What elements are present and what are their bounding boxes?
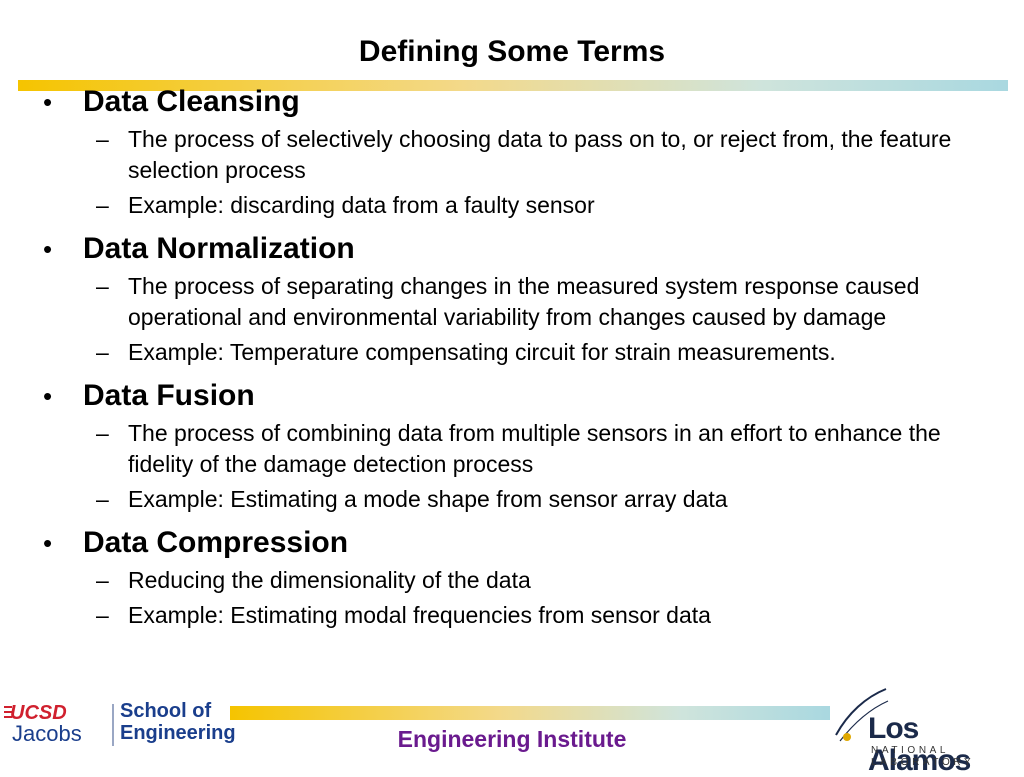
los-alamos-logo: Los Alamos NATIONAL LABORATORY — [830, 683, 1020, 777]
sub-bullet-text: Example: Temperature compensating circui… — [128, 339, 836, 365]
sub-bullet-text: Reducing the dimensionality of the data — [128, 567, 531, 593]
sub-bullet-text: Example: discarding data from a faulty s… — [128, 192, 595, 218]
bullet-dot-icon: • — [43, 234, 53, 264]
footer-accent-bar — [230, 706, 830, 720]
los-alamos-swoosh-icon — [835, 688, 889, 742]
national-laboratory-wordmark: NATIONAL LABORATORY — [871, 745, 975, 768]
sub-bullet-text: Example: Estimating a mode shape from se… — [128, 486, 728, 512]
dash-icon: – — [96, 273, 109, 299]
dash-icon: – — [96, 192, 109, 218]
bullet-data-normalization: • Data Normalization – The process of se… — [43, 231, 1024, 368]
sub-bullet: – The process of separating changes in t… — [96, 271, 978, 333]
dash-icon: – — [96, 602, 109, 628]
sub-bullet-text: The process of selectively choosing data… — [128, 126, 952, 183]
bullet-heading: Data Cleansing — [83, 85, 300, 118]
logo-divider — [112, 704, 114, 746]
dash-icon: – — [96, 567, 109, 593]
sub-bullet-text: The process of separating changes in the… — [128, 273, 920, 330]
sub-bullet: – Example: Estimating a mode shape from … — [96, 484, 978, 515]
bullet-data-compression: • Data Compression – Reducing the dimens… — [43, 525, 1024, 631]
ucsd-stripes-icon — [4, 706, 12, 718]
sub-bullet: – The process of selectively choosing da… — [96, 124, 978, 186]
sub-bullet: – The process of combining data from mul… — [96, 418, 978, 480]
sub-bullet-text: The process of combining data from multi… — [128, 420, 941, 477]
bullet-data-fusion: • Data Fusion – The process of combining… — [43, 378, 1024, 515]
dash-icon: – — [96, 420, 109, 446]
bullet-heading: Data Fusion — [83, 379, 255, 412]
sub-bullet: – Example: Temperature compensating circ… — [96, 337, 978, 368]
ucsd-wordmark: UCSD — [10, 702, 67, 724]
sub-bullet: – Reducing the dimensionality of the dat… — [96, 565, 978, 596]
ucsd-jacobs-logo: UCSD Jacobs School of Engineering — [4, 700, 236, 748]
jacobs-wordmark: Jacobs — [12, 721, 82, 746]
title-underline-bar — [18, 80, 1008, 91]
slide-content: • Data Cleansing – The process of select… — [0, 84, 1024, 631]
footer-label: Engineering Institute — [397, 726, 627, 752]
sub-bullet: – Example: Estimating modal frequencies … — [96, 600, 978, 631]
dash-icon: – — [96, 126, 109, 152]
bullet-dot-icon: • — [43, 528, 53, 558]
school-of-engineering-wordmark: School of Engineering — [120, 700, 236, 744]
dash-icon: – — [96, 339, 109, 365]
bullet-data-cleansing: • Data Cleansing – The process of select… — [43, 84, 1024, 221]
dash-icon: – — [96, 486, 109, 512]
bullet-dot-icon: • — [43, 87, 53, 117]
sub-bullet: – Example: discarding data from a faulty… — [96, 190, 978, 221]
sub-bullet-text: Example: Estimating modal frequencies fr… — [128, 602, 711, 628]
slide-title: Defining Some Terms — [358, 35, 666, 68]
bullet-heading: Data Normalization — [83, 232, 355, 265]
bullet-heading: Data Compression — [83, 526, 349, 559]
bullet-dot-icon: • — [43, 381, 53, 411]
